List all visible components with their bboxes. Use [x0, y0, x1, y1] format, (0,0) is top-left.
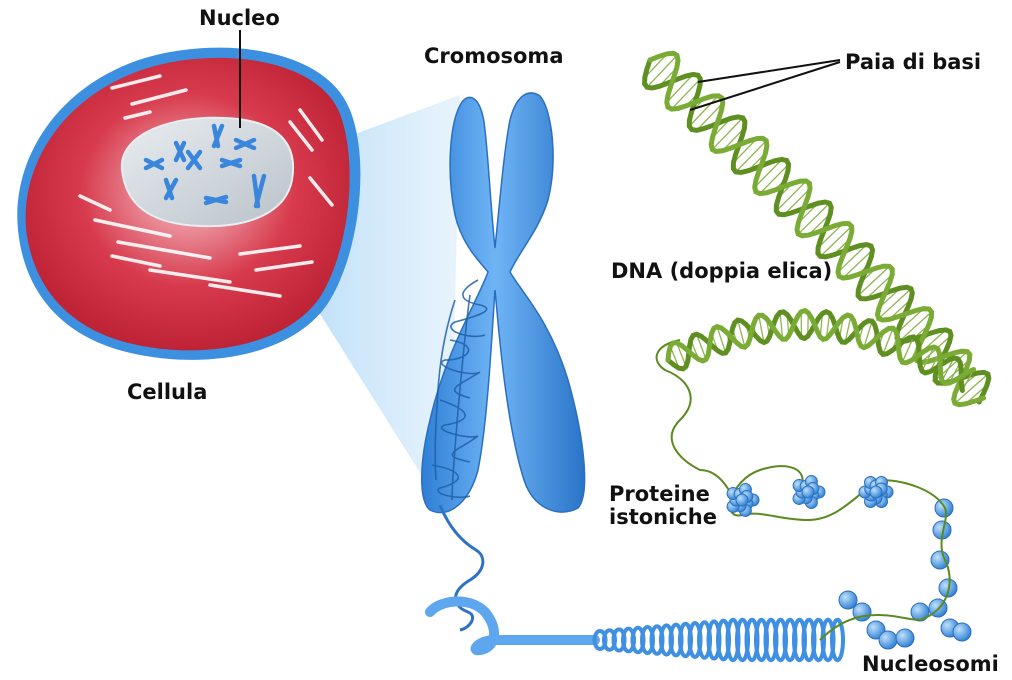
- dna-double-helix: [645, 53, 989, 404]
- coiled-fiber: [430, 601, 843, 660]
- label-cellula: Cellula: [127, 381, 207, 404]
- nucleus: [122, 118, 293, 226]
- label-proteine-line1: Proteine: [609, 483, 717, 506]
- label-nucleosomi: Nucleosomi: [862, 653, 999, 676]
- label-proteine-istoniche: Proteine istoniche: [609, 483, 717, 529]
- cell: [17, 48, 360, 360]
- label-cromosoma: Cromosoma: [424, 45, 563, 68]
- base-pairs-pointer: [690, 60, 840, 110]
- label-dna: DNA (doppia elica): [611, 260, 832, 283]
- label-paia-di-basi: Paia di basi: [845, 51, 981, 74]
- label-nucleo: Nucleo: [199, 7, 280, 30]
- nucleosome-beads: [839, 499, 971, 649]
- label-proteine-line2: istoniche: [609, 506, 717, 529]
- histone-clusters: [727, 476, 893, 517]
